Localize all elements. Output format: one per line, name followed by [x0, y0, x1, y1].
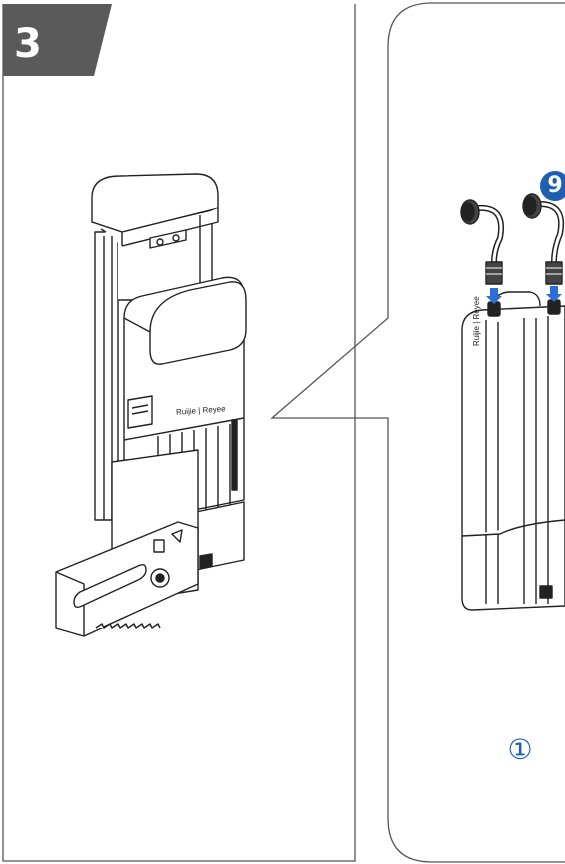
- badge-number: 9: [547, 173, 563, 198]
- left-panel-frame: [2, 4, 356, 862]
- step-number: 3: [14, 21, 42, 67]
- access-point-detail: [461, 291, 565, 611]
- cable-plug-right: [522, 193, 564, 285]
- step-number-tab: [3, 4, 112, 76]
- sub-step-number: ①: [507, 733, 533, 766]
- device-brand-label-detail: Ruijie | Reyee: [472, 296, 481, 346]
- cable-plug-left: [460, 199, 504, 285]
- badge-circle: [540, 171, 565, 201]
- insert-arrow-left: [486, 288, 502, 304]
- pole-bracket: [91, 173, 219, 521]
- insert-arrow-right: [546, 286, 562, 302]
- wall-mount-bracket: [55, 449, 199, 637]
- detail-callout-frame: [270, 2, 565, 863]
